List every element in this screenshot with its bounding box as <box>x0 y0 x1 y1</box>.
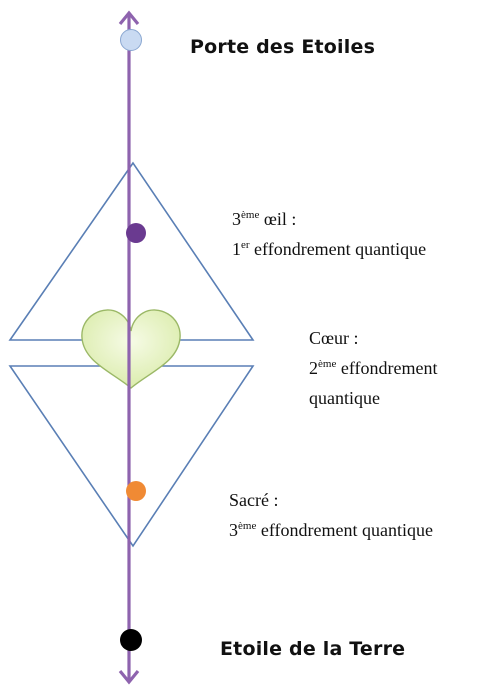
sacral-label-line2: 3ème effondrement quantique <box>229 520 433 540</box>
third-eye-point <box>126 223 146 243</box>
lower-triangle <box>8 365 255 548</box>
heart-label-line2: 2ème effondrement <box>309 358 438 378</box>
sacral-label-line1: Sacré : <box>229 490 279 510</box>
earth-star-label: Etoile de la Terre <box>220 638 406 660</box>
third-eye-label: 3ème œil : 1er effondrement quantique <box>232 204 426 264</box>
third-eye-label-line1: 3ème œil : <box>232 209 297 229</box>
third-eye-label-line2: 1er effondrement quantique <box>232 239 427 259</box>
arrow-down-icon <box>118 669 140 685</box>
star-gate-label: Porte des Etoiles <box>190 36 376 58</box>
upper-triangle <box>8 161 255 341</box>
star-gate-point <box>120 29 142 51</box>
heart-shape <box>81 309 181 389</box>
heart-label-line1: Cœur : <box>309 328 359 348</box>
heart-label: Cœur : 2ème effondrement quantique <box>309 323 437 413</box>
sacral-point <box>126 481 146 501</box>
sacral-label: Sacré : 3ème effondrement quantique <box>229 485 433 545</box>
heart-label-line3: quantique <box>309 388 380 408</box>
earth-star-point <box>120 629 142 651</box>
arrow-up-icon <box>118 10 140 26</box>
